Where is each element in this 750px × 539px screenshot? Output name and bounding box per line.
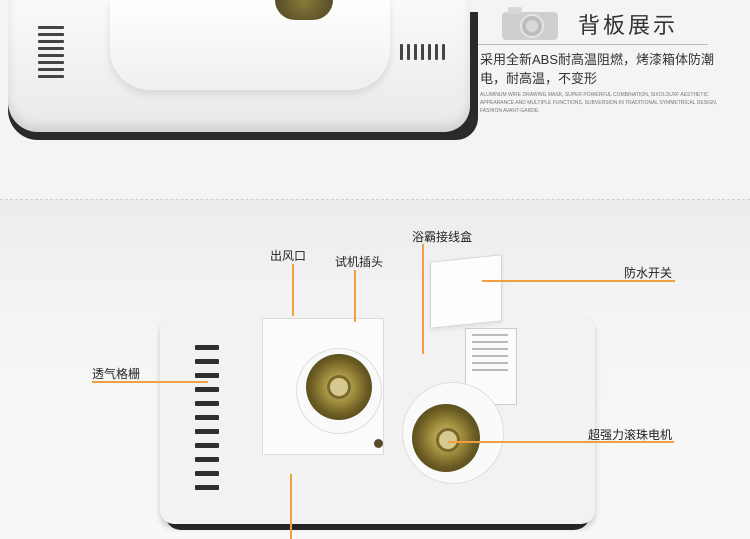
label-test-plug: 试机插头: [335, 255, 384, 269]
leader-test-plug: [354, 270, 356, 322]
leader-vent-grille: [92, 381, 208, 383]
leader-waterproof-switch: [482, 280, 675, 282]
motor-hub-left: [327, 375, 351, 399]
device-motor: [275, 0, 333, 20]
product-backplate-section: 背板展示 采用全新ABS耐高温阻燃，烤漆箱体防潮电，耐高温，不变形 ALUMIN…: [0, 0, 750, 200]
title-divider: [478, 44, 708, 45]
screw: [374, 439, 383, 448]
section-english-text: ALUMINUM WIRE DRAWING MASK, SUPER POWERF…: [480, 92, 718, 114]
label-air-outlet: 出风口: [270, 249, 307, 263]
leader-air-outlet: [292, 264, 294, 316]
section-description: 采用全新ABS耐高温阻燃，烤漆箱体防潮电，耐高温，不变形: [480, 52, 715, 86]
label-waterproof-switch: 防水开关: [624, 266, 673, 280]
section-divider: [0, 199, 750, 200]
junction-box: [430, 254, 502, 329]
section-title: 背板展示: [578, 13, 679, 38]
camera-icon: [502, 7, 558, 40]
leader-junction-box: [422, 244, 424, 354]
motor-hub-right: [436, 428, 460, 452]
label-junction-box: 浴霸接线盒: [412, 230, 473, 244]
label-motor: 超强力滚珠电机: [588, 428, 673, 442]
leader-bottom: [290, 474, 292, 539]
side-vent-left: [38, 26, 64, 82]
vent-grille: [195, 345, 219, 499]
side-vent-right: [400, 44, 449, 65]
leader-motor: [448, 441, 674, 443]
label-vent-grille: 透气格栅: [92, 367, 141, 381]
device-fan-housing: [110, 0, 390, 90]
